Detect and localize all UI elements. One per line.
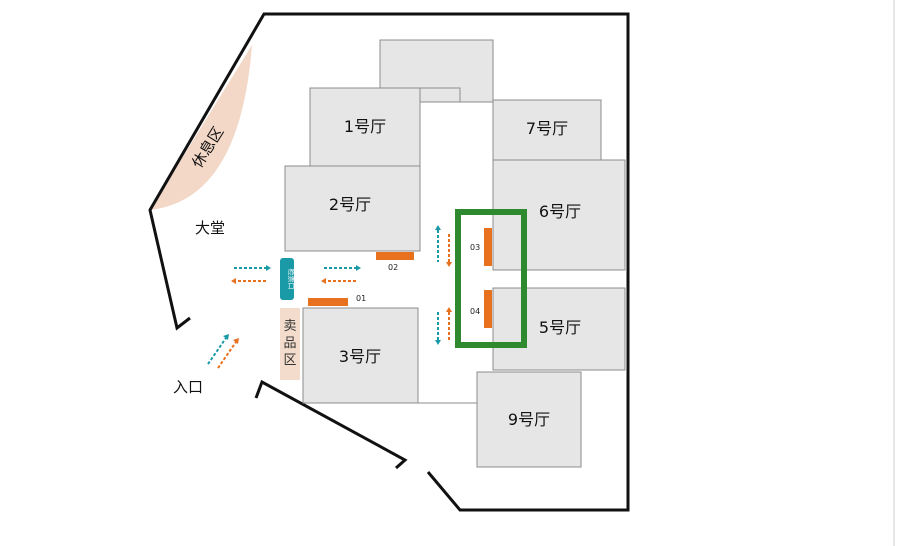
snack-area-label-2: 品 xyxy=(283,336,296,351)
snack-area-label-1: 卖 xyxy=(283,319,296,334)
hall-6-label: 6号厅 xyxy=(539,202,581,221)
corridor-outline xyxy=(420,87,493,103)
hall-7-label: 7号厅 xyxy=(526,119,568,138)
hall-7 xyxy=(492,99,602,161)
marker-02-label: 02 xyxy=(388,263,398,272)
snack-area xyxy=(280,308,300,380)
hall-3 xyxy=(302,307,419,404)
marker-03-label: 03 xyxy=(470,243,480,252)
flow-arrows xyxy=(207,230,450,369)
hall-9 xyxy=(476,371,582,468)
hall-2-label: 2号厅 xyxy=(329,195,371,214)
ticket-gate xyxy=(280,258,294,300)
highlight-box xyxy=(455,209,527,348)
flow-arrowheads xyxy=(223,225,452,345)
marker-04-label: 04 xyxy=(470,307,480,316)
ticket-gate-label: 检票口 xyxy=(287,269,296,290)
hall-5-label: 5号厅 xyxy=(539,318,581,337)
marker-01-bar xyxy=(308,298,348,306)
hall-1-label: 1号厅 xyxy=(344,117,386,136)
hall-9-label: 9号厅 xyxy=(508,410,550,429)
marker-04-bar xyxy=(484,290,492,328)
hall-2 xyxy=(284,165,421,252)
hall-3-label: 3号厅 xyxy=(339,347,381,366)
outer-wall-top-left xyxy=(148,12,630,512)
marker-03-bar xyxy=(484,228,492,266)
entrance-label: 入口 xyxy=(173,378,203,396)
marker-02-bar xyxy=(376,252,414,260)
hall-5 xyxy=(492,287,626,371)
snack-area-label-3: 区 xyxy=(283,353,296,368)
lobby-label: 大堂 xyxy=(195,219,225,237)
outer-wall-bottom xyxy=(254,379,408,470)
marker-01-label: 01 xyxy=(356,294,366,303)
